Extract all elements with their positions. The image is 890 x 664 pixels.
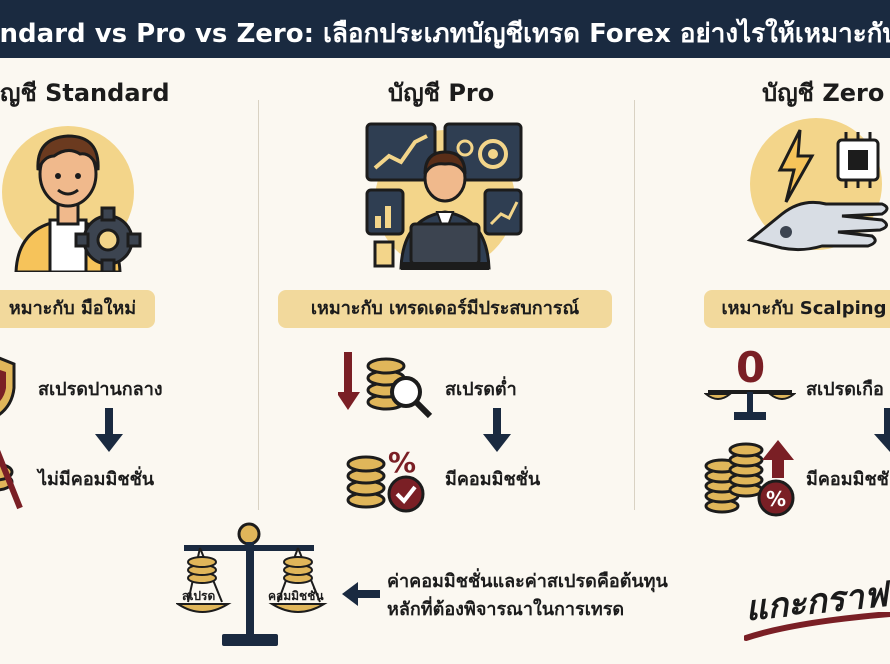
suitable-badge-pro: เหมาะกับ เทรดเดอร์มีประสบการณ์ [278,290,612,328]
column-heading-zero: บัญชี Zero [762,79,885,107]
feature-spread-pro: สเปรดต่ำ [445,379,517,400]
arrow-down-icon [483,408,511,452]
commission-coins-check-icon: % [346,446,425,513]
zero-badge: 0 [736,343,765,392]
column-heading-standard: ญชี Standard [0,79,170,107]
bottom-caption: ค่าคอมมิชชั่นและค่าสเปรดคือต้นทุน หลักที… [387,568,668,624]
feature-commission-pro: มีคอมมิชชั่น [445,469,541,490]
trader-dashboard-icon [365,122,523,270]
no-commission-icon [0,449,23,510]
percent-sign: % [388,446,416,479]
feature-commission-zero: มีคอมมิชชั [806,469,889,490]
brand-underline [744,612,890,641]
column-heading-pro: บัญชี Pro [388,79,495,107]
title-bar: andard vs Pro vs Zero: เลือกประเภทบัญชีเ… [0,0,890,58]
scale-left-label: สเปรด [182,589,215,603]
suitable-badge-zero: เหมาะกับ Scalping [704,290,890,328]
low-spread-coins-icon [338,352,433,419]
commission-up-coins-icon: % [704,440,795,517]
percent-sign: % [766,487,786,511]
zero-spread-scale-icon: 0 [704,343,796,420]
column-divider-left [258,100,259,510]
arrow-down-icon [874,408,890,452]
robot-hand-icon [746,118,889,252]
column-divider-right [634,100,635,510]
bottom-caption-line-1: ค่าคอมมิชชั่นและค่าสเปรดคือต้นทุน [387,571,668,592]
page-title: andard vs Pro vs Zero: เลือกประเภทบัญชีเ… [0,19,890,49]
shield-icon [0,356,16,416]
scale-right-label: คอมมิชชั่น [268,587,324,603]
feature-spread-standard: สเปรดปานกลาง [38,379,163,400]
beginner-person-icon [2,126,142,272]
suitable-badge-standard: หมาะกับ มือใหม่ [0,290,155,328]
arrow-down-icon [95,408,123,452]
feature-commission-standard: ไม่มีคอมมิชชั่น [38,469,155,490]
balance-scale-icon: สเปรด คอมมิชชั่น [176,522,328,646]
feature-spread-zero: สเปรดเกือ [806,379,884,400]
bottom-caption-line-2: หลักที่ต้องพิจารณาในการเทรด [387,599,625,620]
arrow-left-icon [342,582,380,606]
